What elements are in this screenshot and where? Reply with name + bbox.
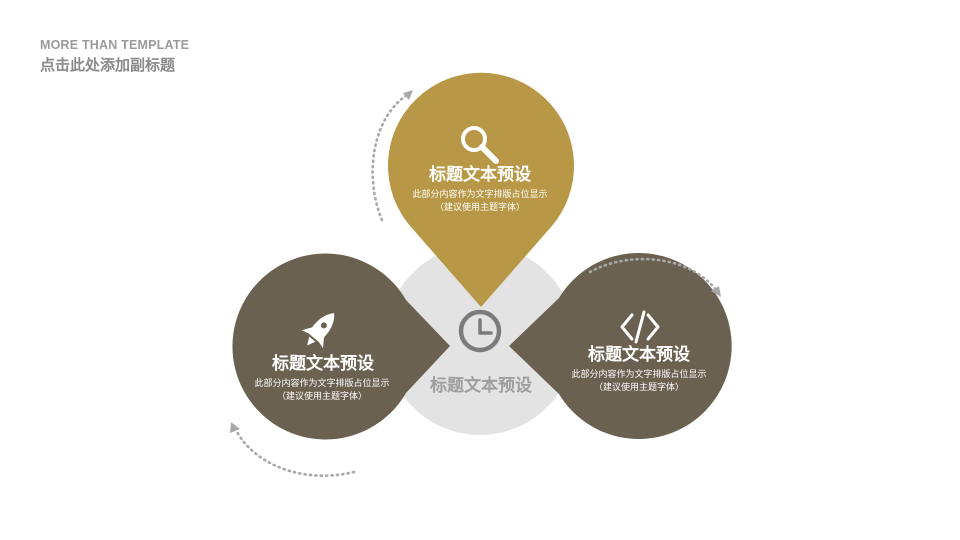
code-icon [620, 310, 660, 344]
petal-left [232, 253, 450, 440]
dotted-arrow-left [230, 422, 356, 477]
petal-right-title: 标题文本预设 [588, 344, 690, 365]
dotted-arrow-top [371, 90, 413, 222]
petal-top-line1: 此部分内容作为文字排版占位显示 [412, 188, 547, 200]
center-circle [385, 245, 575, 435]
petal-left-title: 标题文本预设 [272, 353, 374, 374]
header: MORE THAN TEMPLATE 点击此处添加副标题 [40, 38, 189, 75]
petal-right-line1: 此部分内容作为文字排版占位显示 [571, 368, 706, 380]
dotted-arrow-right [588, 257, 721, 297]
header-subtitle: 点击此处添加副标题 [40, 57, 176, 74]
center-title: 标题文本预设 [430, 375, 532, 396]
petal-top-line2: （建议使用主题字体） [435, 201, 525, 213]
clock-icon [458, 309, 502, 353]
rocket-icon [301, 313, 335, 349]
petal-left-line2: （建议使用主题字体） [277, 390, 367, 402]
petal-top-title: 标题文本预设 [429, 164, 531, 185]
header-title: MORE THAN TEMPLATE [40, 38, 190, 52]
petal-right [509, 253, 732, 439]
petal-left-line1: 此部分内容作为文字排版占位显示 [254, 377, 389, 389]
petal-top [388, 72, 574, 307]
petal-right-line2: （建议使用主题字体） [594, 381, 684, 393]
search-icon [461, 126, 499, 164]
